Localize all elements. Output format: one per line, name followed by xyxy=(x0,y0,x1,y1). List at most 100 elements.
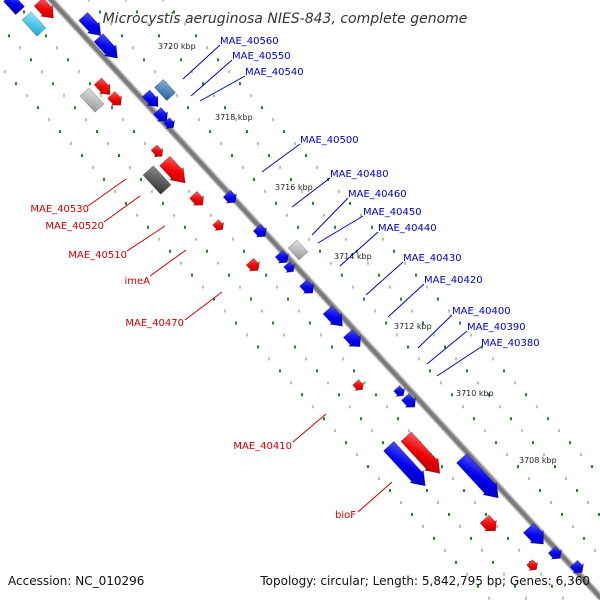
gene-feature[interactable] xyxy=(106,90,126,110)
gene-feature[interactable] xyxy=(162,116,178,131)
gene-label-MAE_40440[interactable]: MAE_40440 xyxy=(378,223,437,234)
track-dot xyxy=(85,118,87,122)
track-dot xyxy=(518,548,520,552)
gene-feature[interactable] xyxy=(351,378,367,393)
track-dot xyxy=(360,417,362,421)
gene-label-MAE_40530[interactable]: MAE_40530 xyxy=(30,204,89,215)
gene-label-MAE_40560[interactable]: MAE_40560 xyxy=(220,36,279,47)
gene-label-MAE_40510[interactable]: MAE_40510 xyxy=(68,250,127,261)
track-dot xyxy=(169,249,171,253)
gene-feature[interactable] xyxy=(399,431,446,480)
gene-feature[interactable] xyxy=(455,452,505,504)
track-dot xyxy=(591,465,593,469)
track-dot xyxy=(496,524,498,528)
gene-feature[interactable] xyxy=(282,260,298,275)
gene-feature[interactable] xyxy=(79,87,105,113)
gene-label-imeA[interactable]: imeA xyxy=(124,276,150,287)
map-title: Microcystis aeruginosa NIES-843, complet… xyxy=(103,11,468,27)
track-dot xyxy=(386,405,388,409)
gene-feature[interactable] xyxy=(322,304,349,331)
track-dot xyxy=(455,560,457,564)
gene-label-MAE_40480[interactable]: MAE_40480 xyxy=(330,169,389,180)
track-dot xyxy=(393,249,395,253)
gene-feature[interactable] xyxy=(342,328,366,352)
track-dot xyxy=(147,225,149,229)
gene-label-MAE_40430[interactable]: MAE_40430 xyxy=(403,253,462,264)
gene-label-MAE_40460[interactable]: MAE_40460 xyxy=(348,189,407,200)
gene-feature[interactable] xyxy=(400,392,420,412)
gene-feature[interactable] xyxy=(252,223,270,241)
gene-label-MAE_40450[interactable]: MAE_40450 xyxy=(363,207,422,218)
gene-label-MAE_40470[interactable]: MAE_40470 xyxy=(125,318,184,329)
track-dot xyxy=(580,453,582,457)
track-dot xyxy=(389,285,391,289)
gene-feature[interactable] xyxy=(479,514,502,537)
leader-line xyxy=(311,197,349,236)
gene-feature[interactable] xyxy=(245,257,263,275)
gene-feature[interactable] xyxy=(522,522,550,550)
gene-feature[interactable] xyxy=(211,218,227,233)
gene-label-MAE_40380[interactable]: MAE_40380 xyxy=(481,338,540,349)
gene-label-MAE_40410[interactable]: MAE_40410 xyxy=(233,441,292,452)
gene-feature[interactable] xyxy=(152,106,172,126)
track-dot xyxy=(312,201,314,205)
leader-line xyxy=(365,261,404,296)
gene-feature[interactable] xyxy=(525,558,541,573)
gene-label-bioF[interactable]: bioF xyxy=(335,510,356,521)
tick-label: 3714 kbp xyxy=(334,252,372,261)
gene-feature[interactable] xyxy=(222,189,240,207)
gene-feature[interactable] xyxy=(392,384,408,399)
track-dot xyxy=(433,333,435,337)
gene-feature[interactable] xyxy=(154,78,176,102)
backbone-shadow xyxy=(46,0,600,600)
gene-feature[interactable] xyxy=(287,239,309,261)
leader-line xyxy=(291,177,331,208)
track-dot xyxy=(503,369,505,373)
gene-label-MAE_40400[interactable]: MAE_40400 xyxy=(452,306,511,317)
track-dot xyxy=(415,273,417,277)
gene-feature[interactable] xyxy=(150,144,167,161)
leader-line xyxy=(261,143,301,173)
gene-feature[interactable] xyxy=(93,77,115,100)
track-dot xyxy=(331,345,333,349)
track-dot xyxy=(352,285,354,289)
gene-feature[interactable] xyxy=(21,11,47,37)
gene-feature[interactable] xyxy=(547,545,565,563)
gene-feature[interactable] xyxy=(188,190,208,210)
track-dot xyxy=(242,165,244,169)
gene-feature[interactable] xyxy=(158,155,192,189)
gene-feature[interactable] xyxy=(33,0,60,24)
gene-feature[interactable] xyxy=(298,278,318,298)
leader-line xyxy=(339,231,379,267)
gene-feature[interactable] xyxy=(569,559,587,577)
track-dot xyxy=(118,154,120,158)
track-dot xyxy=(378,477,380,481)
track-dot xyxy=(323,213,325,217)
gene-label-MAE_40390[interactable]: MAE_40390 xyxy=(467,322,526,333)
gene-label-MAE_40420[interactable]: MAE_40420 xyxy=(424,275,483,286)
gene-label-MAE_40550[interactable]: MAE_40550 xyxy=(232,51,291,62)
gene-label-MAE_40500[interactable]: MAE_40500 xyxy=(300,135,359,146)
gene-feature[interactable] xyxy=(3,0,25,16)
gene-feature[interactable] xyxy=(382,440,432,492)
gene-feature[interactable] xyxy=(93,32,124,63)
track-dot xyxy=(276,285,278,289)
track-dot xyxy=(265,273,267,277)
track-dot xyxy=(202,82,204,86)
track-dot xyxy=(320,333,322,337)
track-dot xyxy=(550,500,552,504)
gene-feature[interactable] xyxy=(77,11,106,41)
tick-label: 3716 kbp xyxy=(275,183,313,192)
leader-line xyxy=(190,59,233,97)
track-dot xyxy=(250,94,252,98)
track-dot xyxy=(404,261,406,265)
track-dot xyxy=(283,333,285,337)
gene-label-MAE_40540[interactable]: MAE_40540 xyxy=(245,67,304,78)
gene-feature[interactable] xyxy=(141,89,163,112)
gene-feature[interactable] xyxy=(142,165,172,195)
gene-label-MAE_40520[interactable]: MAE_40520 xyxy=(45,221,104,232)
track-dot xyxy=(367,261,369,265)
track-dot xyxy=(507,536,509,540)
gene-feature[interactable] xyxy=(274,249,292,267)
